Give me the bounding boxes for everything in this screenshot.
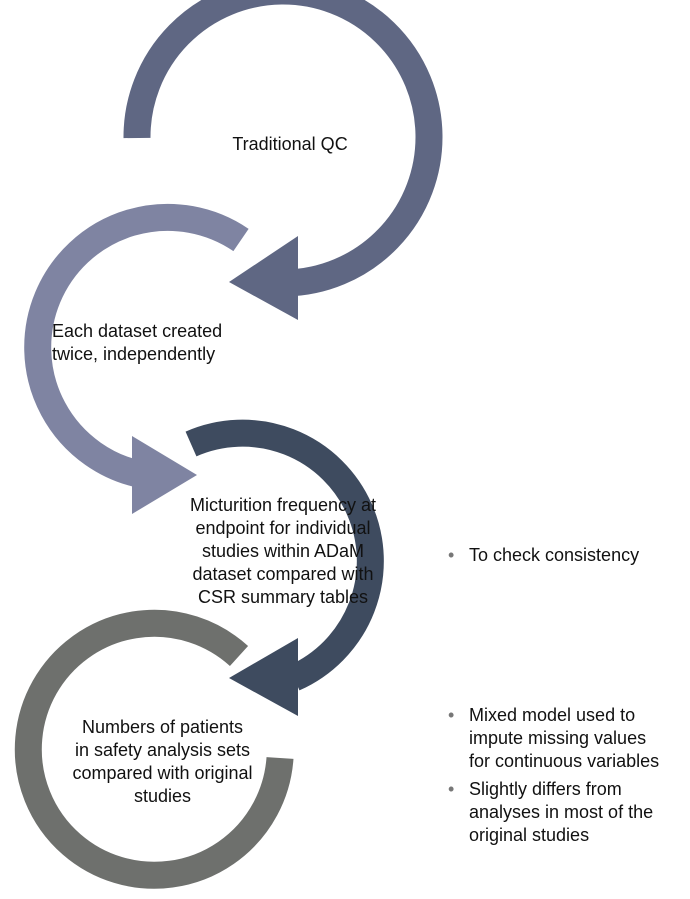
step-3-line: Micturition frequency at (189, 495, 377, 515)
step-4-line: in safety analysis sets (74, 740, 251, 760)
note-line: original studies (469, 825, 590, 845)
ring-traditional-qc (123, 0, 443, 320)
step-label-traditional-qc: Traditional QC (190, 133, 390, 156)
step-3-line: studies within ADaM (201, 541, 365, 561)
step-3-line: CSR summary tables (197, 587, 369, 607)
step-2-line: twice, independently (52, 344, 216, 364)
note-line: impute missing values (469, 728, 647, 748)
bullet-icon: • (448, 545, 455, 565)
step-2-line: Each dataset created (52, 321, 223, 341)
note-line: analyses in most of the (469, 802, 654, 822)
ring-2-arc (24, 203, 249, 489)
ring-1-arrowhead (229, 236, 298, 320)
bullet-icon: • (448, 705, 455, 725)
ring-3-arrowhead (229, 638, 298, 716)
note-item: • Mixed model used to impute missing val… (448, 704, 688, 773)
ring-micturition-frequency (185, 419, 384, 716)
note-line: Slightly differs from (469, 779, 622, 799)
step-3-line: endpoint for individual (195, 518, 371, 538)
note-item: • To check consistency (448, 544, 688, 567)
ring-numbers-of-patients (14, 609, 294, 889)
step-4-line: compared with original (72, 763, 253, 783)
ring-3-arc (185, 419, 384, 691)
step-label-micturition-frequency: Micturition frequency at endpoint for in… (168, 494, 398, 609)
note-list-consistency: • To check consistency (448, 544, 688, 572)
note-list-mixed-model: • Mixed model used to impute missing val… (448, 704, 688, 852)
step-4-line: studies (133, 786, 192, 806)
ring-1-arc (123, 0, 443, 297)
note-line: Mixed model used to (469, 705, 636, 725)
note-line: To check consistency (469, 545, 640, 565)
step-3-line: dataset compared with (192, 564, 374, 584)
ring-4-arc (14, 609, 294, 889)
step-label-numbers-of-patients: Numbers of patients in safety analysis s… (45, 716, 280, 808)
bullet-icon: • (448, 779, 455, 799)
ring-dataset-twice (24, 203, 249, 514)
note-line: for continuous variables (469, 751, 660, 771)
ring-2-arrowhead (132, 436, 197, 514)
note-item: • Slightly differs from analyses in most… (448, 778, 688, 847)
step-label-dataset-twice: Each dataset created twice, independentl… (52, 320, 282, 366)
step-4-line: Numbers of patients (81, 717, 244, 737)
step-1-line: Traditional QC (232, 134, 348, 154)
